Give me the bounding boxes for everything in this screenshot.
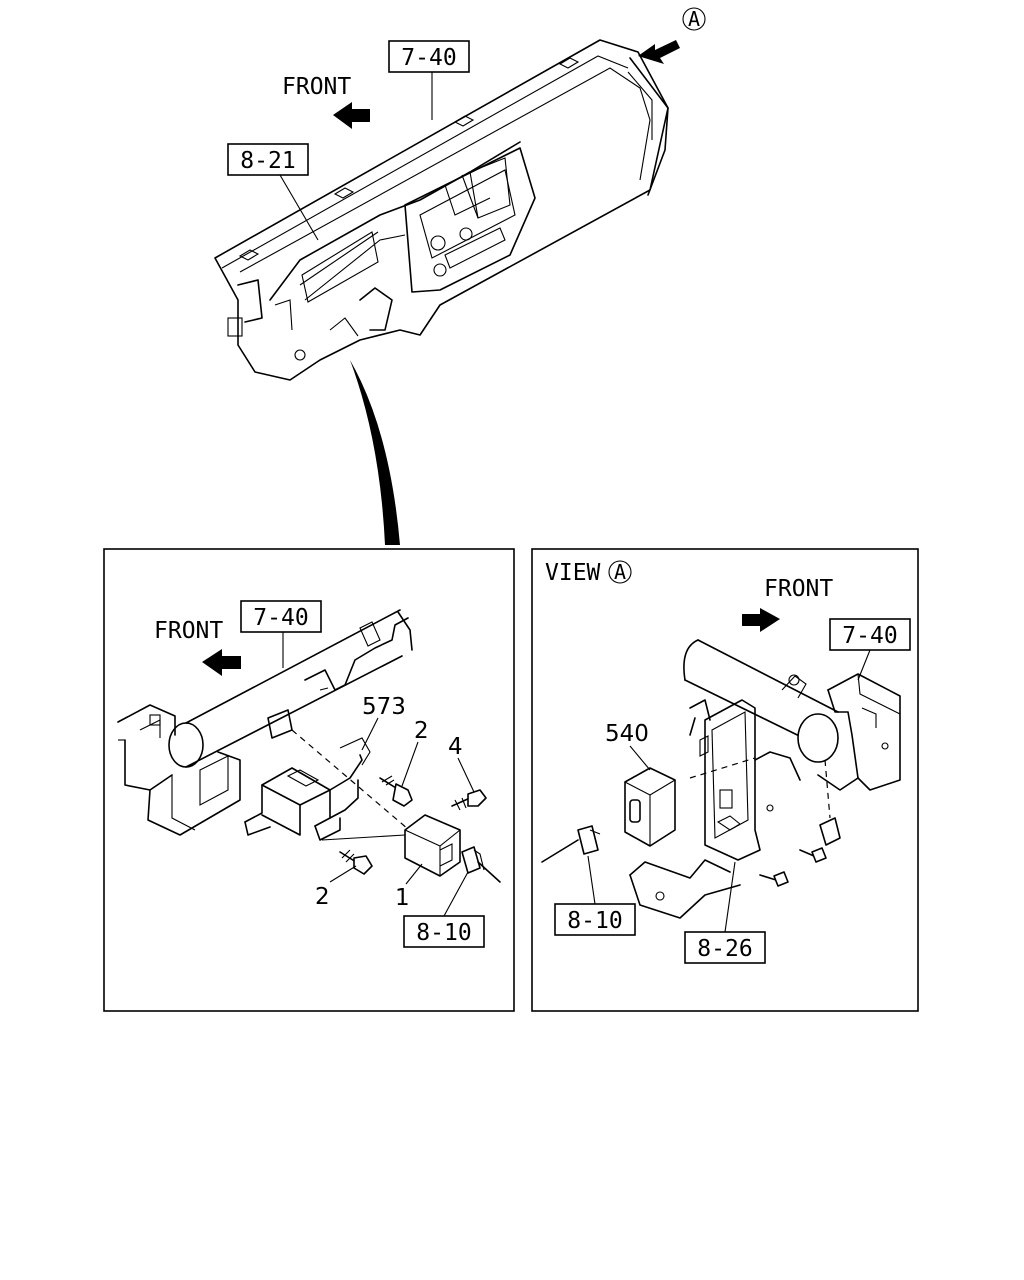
overview-ref-7-40-text: 7-40 <box>401 45 456 71</box>
right-ref-8-26: 8-26 <box>684 861 766 964</box>
callout-1-leader <box>405 863 423 885</box>
right-ref-7-40: 7-40 <box>829 618 911 681</box>
right-end-housing <box>817 673 901 791</box>
bolt-part-2-lower <box>339 849 373 875</box>
right-mount-guide-2 <box>824 759 831 819</box>
right-ref-7-40-text: 7-40 <box>842 623 897 649</box>
callout-540-leader <box>629 745 651 771</box>
part-540-control-unit <box>624 767 676 847</box>
callout-1: 1 <box>395 885 410 911</box>
part-1-relay <box>404 814 461 877</box>
bolt-part-4 <box>451 789 487 811</box>
right-view-prefix: VIEW <box>545 560 601 586</box>
right-view-marker: A <box>608 560 632 584</box>
right-ref-8-26-text: 8-26 <box>697 936 752 962</box>
left-mount-guide <box>291 729 416 836</box>
dashboard-overview <box>214 39 669 381</box>
right-front-label: FRONT <box>764 576 833 602</box>
left-connector <box>461 846 501 883</box>
view-a-marker-letter: A <box>688 7 700 31</box>
detail-pointer-icon <box>350 360 400 545</box>
right-front-arrow-icon <box>742 608 780 632</box>
callout-4-leader <box>457 757 475 793</box>
right-mount-guide-1 <box>689 757 756 779</box>
callout-573: 573 <box>362 694 406 720</box>
callout-2-upper-leader <box>401 741 419 787</box>
overview-front-arrow-icon <box>333 102 370 129</box>
view-a-arrow-icon <box>638 40 680 64</box>
left-support-bracket <box>117 704 241 836</box>
right-cross-member <box>683 639 839 763</box>
left-ref-7-40-text: 7-40 <box>253 605 308 631</box>
overview-ref-8-21: 8-21 <box>227 143 319 241</box>
bolt-part-2-upper <box>379 775 413 807</box>
right-connector <box>541 825 601 863</box>
right-ref-8-10: 8-10 <box>554 855 636 936</box>
left-ref-7-40: 7-40 <box>240 600 322 668</box>
callout-2-lower: 2 <box>315 884 330 910</box>
left-ref-8-10: 8-10 <box>403 871 485 948</box>
left-front-arrow-icon <box>202 649 241 676</box>
overview-ref-7-40: 7-40 <box>388 40 470 120</box>
callout-573-leader <box>361 717 379 751</box>
callout-4: 4 <box>448 734 463 760</box>
overview-front-label: FRONT <box>282 74 351 100</box>
left-leader-2 <box>321 834 406 841</box>
left-ref-8-10-text: 8-10 <box>416 920 471 946</box>
part-573-bracket <box>244 737 371 841</box>
right-main-bracket <box>629 699 801 919</box>
callout-540: 540 <box>605 721 649 747</box>
callout-2-upper: 2 <box>414 718 429 744</box>
right-small-bracket <box>759 817 841 887</box>
view-a-marker: A <box>682 7 706 31</box>
left-cross-member <box>168 609 413 768</box>
right-ref-8-10-text: 8-10 <box>567 908 622 934</box>
callout-2-lower-leader <box>329 865 357 883</box>
overview-ref-8-21-text: 8-21 <box>240 148 295 174</box>
left-front-label: FRONT <box>154 618 223 644</box>
right-view-marker-letter: A <box>614 560 626 584</box>
left-tab <box>267 709 293 739</box>
